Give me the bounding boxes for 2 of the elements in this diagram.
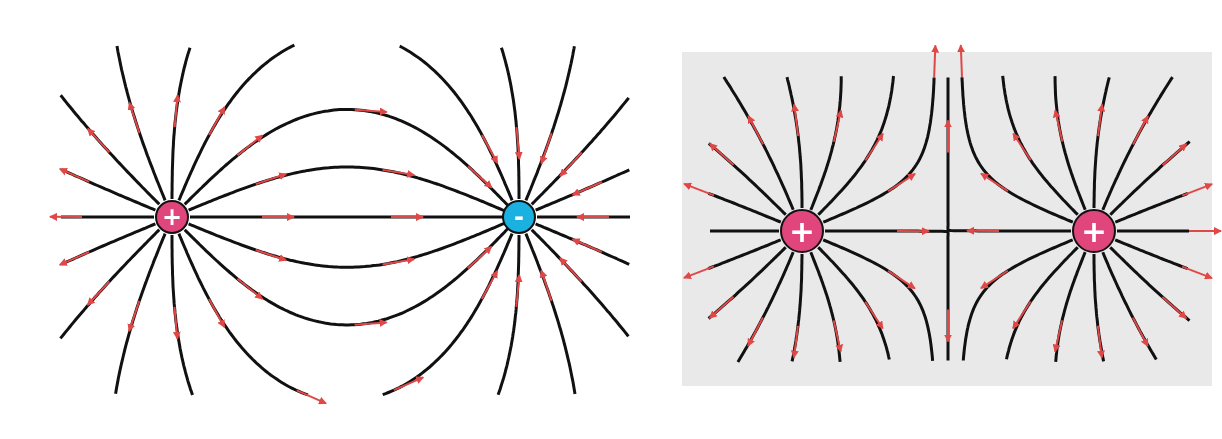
charge-circle: + xyxy=(155,200,189,234)
charge-circle: - xyxy=(502,200,536,234)
